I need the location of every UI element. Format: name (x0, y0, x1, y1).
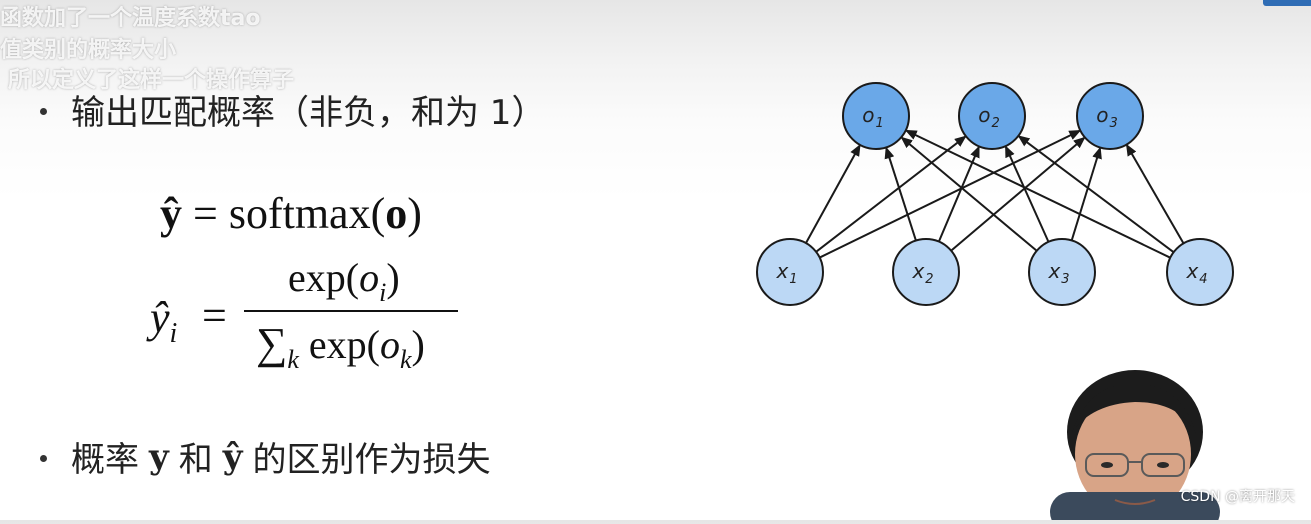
edge-x3-o3 (1070, 146, 1102, 241)
edge-x2-o1 (884, 146, 917, 241)
equals-sign: = (193, 189, 218, 238)
den-sub-k: k (400, 345, 412, 374)
num-sub-i: i (379, 278, 387, 307)
num-exp: exp( (288, 255, 360, 300)
edge-x1-o2 (815, 135, 967, 253)
edge-x4-o2 (1017, 135, 1175, 253)
input-node-x4: x4 (1166, 238, 1234, 306)
network-svg: o1 o2 o3 x1 x2 x3 x4 (756, 82, 1234, 306)
input-node-x4-circle (1166, 238, 1234, 306)
edge-x2-o3 (950, 136, 1086, 252)
presenter-avatar (1050, 370, 1220, 524)
den-o: o (380, 322, 400, 367)
softmax-component-formula: ŷi = exp(oi) ∑k exp(ok) (150, 252, 480, 382)
o-vector: o (385, 189, 408, 238)
close-paren: ) (407, 189, 422, 238)
softmax-formula: ŷ = softmax(o) (160, 188, 422, 239)
edge-x4-o1 (904, 129, 1171, 259)
bullet-text-2-post: 的区别作为损失 (252, 440, 491, 480)
subtitle-overlay: 函数加了一个温度系数tao 值类别的概率大小 所以定义了这样一个操作算子 (0, 0, 420, 100)
edge-x1-o1 (805, 144, 861, 244)
softmax-func: softmax( (228, 189, 386, 238)
y-hat-symbol: ŷ (150, 293, 170, 342)
bullet-text-1: 输出匹配概率（非负，和为 1） (71, 93, 546, 133)
bullet-dot (40, 108, 47, 115)
numerator: exp(oi) (288, 254, 400, 308)
bullet-output-probability: 输出匹配概率（非负，和为 1） (40, 85, 545, 134)
y-vector-symbol: y (149, 436, 169, 477)
subtitle-line-2: 值类别的概率大小 (0, 38, 177, 63)
equals-sign-2: = (202, 291, 227, 340)
den-close: ) (411, 322, 425, 367)
output-node-o3: o3 (1076, 82, 1144, 150)
input-node-x2-circle (892, 238, 960, 306)
fraction-bar (244, 310, 458, 312)
input-node-x3-circle (1028, 238, 1096, 306)
input-node-x1-circle (756, 238, 824, 306)
denominator: ∑k exp(ok) (256, 318, 425, 375)
y-hat-subscript: i (169, 318, 178, 349)
bullet-dot (40, 455, 47, 462)
den-exp: exp( (308, 322, 380, 367)
edge-x4-o3 (1125, 143, 1185, 244)
subtitle-line-3: 所以定义了这样一个操作算子 (8, 68, 295, 93)
output-node-o1-circle (842, 82, 910, 150)
y-hat-vector-symbol: ŷ (222, 436, 243, 477)
sum-sub-k: k (287, 345, 299, 374)
edge-x3-o1 (900, 136, 1038, 252)
presenter-video (1030, 362, 1250, 524)
num-o: o (359, 255, 380, 300)
edge-x1-o3 (819, 129, 1082, 259)
output-node-o2: o2 (958, 82, 1026, 150)
num-close: ) (386, 255, 400, 300)
y-hat-vector: ŷ (160, 189, 182, 238)
input-node-x2: x2 (892, 238, 960, 306)
input-node-x3: x3 (1028, 238, 1096, 306)
sum-symbol: ∑ (256, 319, 288, 368)
csdn-watermark: CSDN @离开那天 (1180, 489, 1295, 505)
network-nodes: o1 o2 o3 x1 x2 x3 x4 (756, 82, 1234, 306)
output-node-o2-circle (958, 82, 1026, 150)
y-hat-i: ŷi (150, 292, 177, 350)
input-node-x1: x1 (756, 238, 824, 306)
output-node-o3-circle (1076, 82, 1144, 150)
bullet-loss: 概率 y 和 ŷ 的区别作为损失 (40, 432, 491, 481)
edge-x2-o2 (937, 145, 980, 242)
subtitle-line-1: 函数加了一个温度系数tao (0, 6, 261, 31)
bullet-text-2-mid: 和 (178, 440, 213, 480)
corner-tab (1263, 0, 1311, 6)
bullet-text-2-pre: 概率 (71, 440, 139, 480)
output-node-o1: o1 (842, 82, 910, 150)
network-edges (805, 129, 1185, 259)
edge-x3-o2 (1005, 145, 1050, 243)
fully-connected-network-diagram: o1 o2 o3 x1 x2 x3 x4 (740, 70, 1250, 320)
